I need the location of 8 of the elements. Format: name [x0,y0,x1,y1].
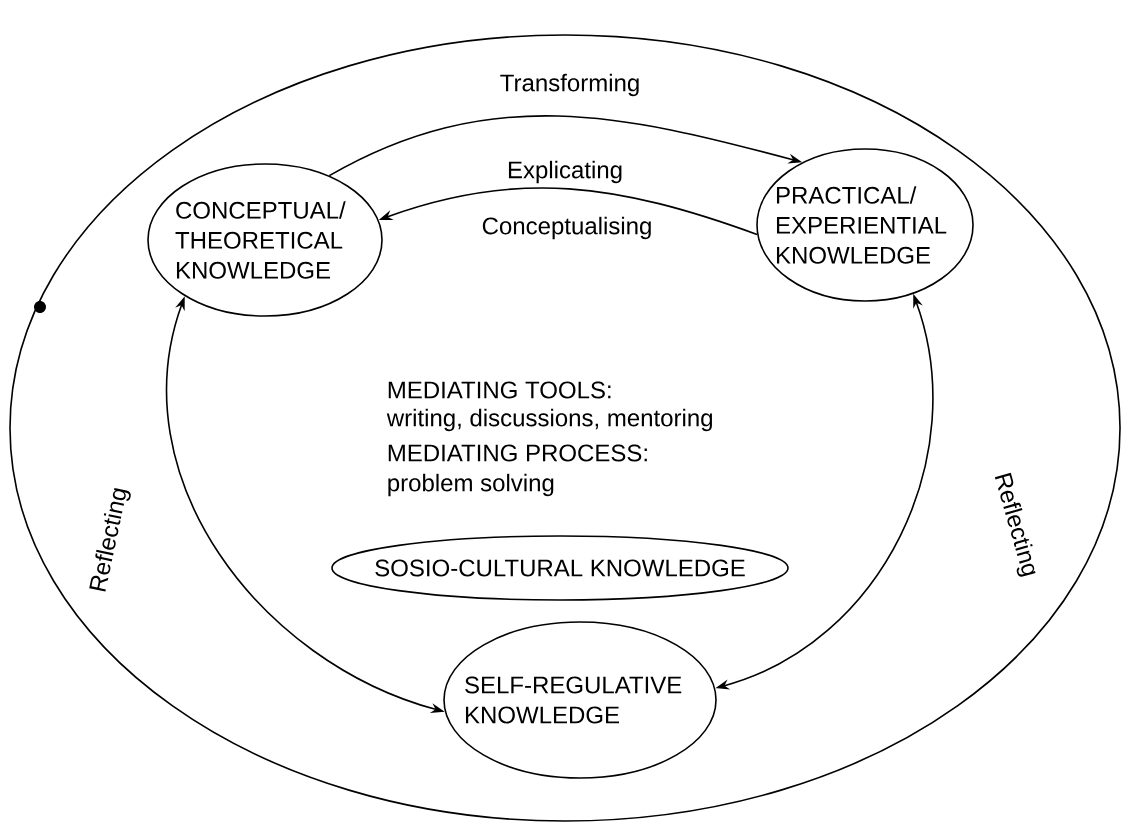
text-label: problem solving [388,473,554,497]
text-label: MEDIATING TOOLS: [388,381,611,399]
edge-label: Transforming [497,71,643,99]
outer-ellipse [9,34,1121,822]
text-label: Conceptualising [482,216,651,240]
edge-label: Explicating [505,158,626,186]
text-label: writing, discussions, mentoring [386,408,712,432]
text-label: MEDIATING PROCESS: [388,444,647,462]
